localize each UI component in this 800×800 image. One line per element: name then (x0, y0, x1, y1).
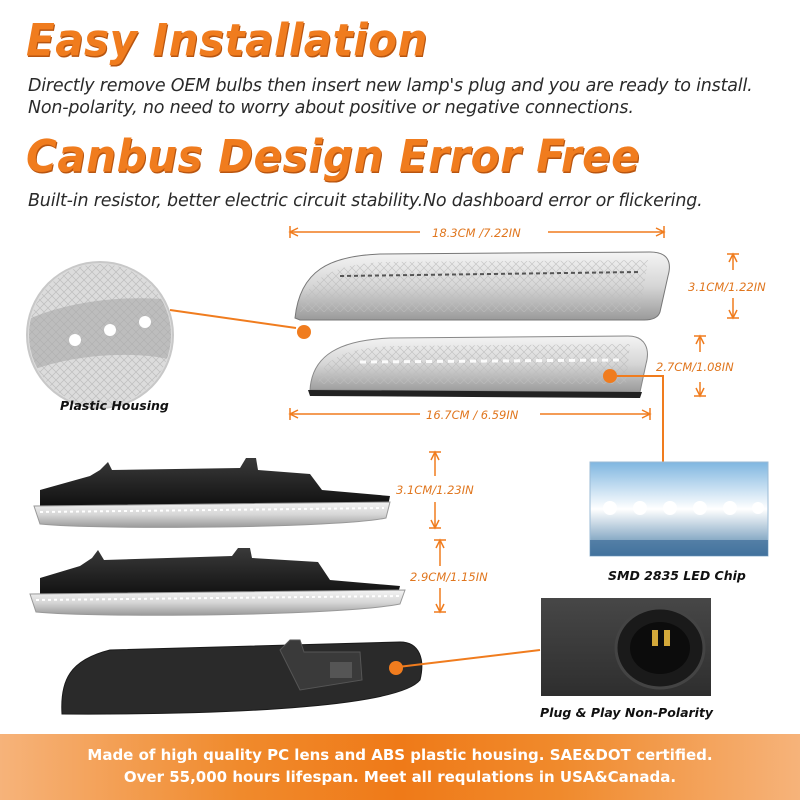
canbus-text: Built-in resistor, better electric circu… (28, 191, 703, 211)
dim-side2-height: 2.9CM/1.15IN (410, 570, 488, 584)
dim-side1-height: 3.1CM/1.23IN (396, 483, 474, 497)
plastic-housing-inset (26, 261, 174, 409)
heading-canbus: Canbus Design Error Free (26, 130, 641, 183)
dim-top-height: 3.1CM/1.22IN (688, 280, 766, 294)
plug-inset (541, 598, 711, 696)
second-lamp (308, 335, 648, 398)
led-chip-inset (589, 461, 769, 557)
side-lamp-2 (29, 548, 406, 616)
dim-top-length: 18.3CM /7.22IN (432, 226, 521, 240)
plug-pointer-dot (389, 661, 403, 675)
footer-line2: Over 55,000 hours lifespan. Meet all req… (123, 768, 677, 786)
led-pointer-dot (603, 369, 617, 383)
dimension-arrows (288, 226, 739, 614)
back-housing (61, 639, 423, 715)
footer-line1: Made of high quality PC lens and ABS pla… (87, 746, 713, 764)
dim-second-height: 2.7CM/1.08IN (656, 360, 734, 374)
product-illustration (26, 226, 769, 715)
caption-plastic-housing: Plastic Housing (60, 398, 169, 413)
side-lamp-1 (33, 458, 391, 528)
caption-led-chip: SMD 2835 LED Chip (608, 568, 746, 583)
top-lamp (294, 251, 670, 321)
housing-pointer-dot (297, 325, 311, 339)
dim-second-length: 16.7CM / 6.59IN (426, 408, 519, 422)
heading-easy-installation: Easy Installation (26, 14, 428, 67)
install-text-line2: Non-polarity, no need to worry about pos… (28, 98, 634, 118)
install-text-line1: Directly remove OEM bulbs then insert ne… (28, 76, 753, 96)
caption-plug: Plug & Play Non-Polarity (540, 705, 714, 720)
footer-banner: Made of high quality PC lens and ABS pla… (0, 734, 800, 800)
